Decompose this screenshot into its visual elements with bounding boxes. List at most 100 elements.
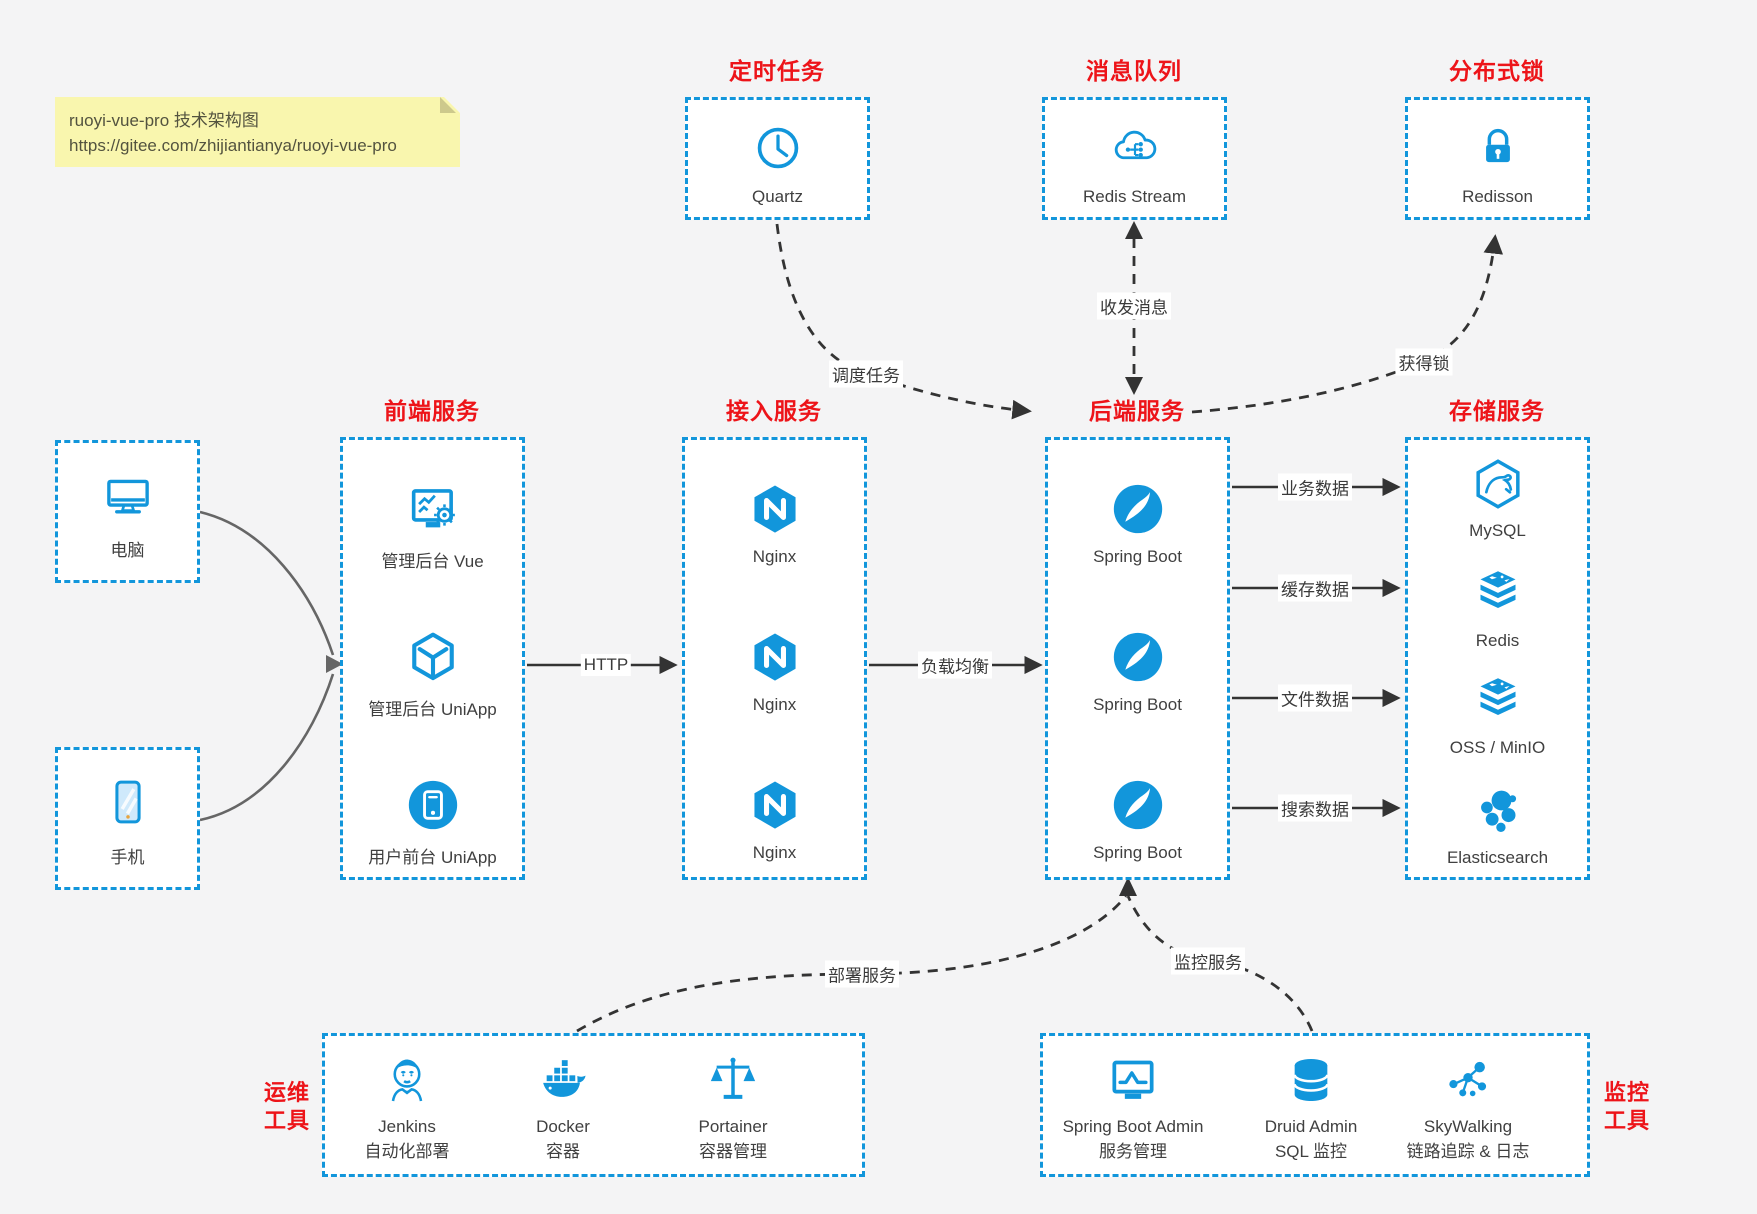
- deploy-monitor-arrowhead: [1119, 877, 1137, 896]
- service-item-nginx-3: Nginx: [685, 776, 864, 863]
- messaging-arrowhead-up: [1125, 221, 1143, 239]
- storage-item-redis: Redis: [1408, 566, 1587, 651]
- item-label: 手机: [110, 848, 145, 867]
- tool-label: Docker: [536, 1117, 590, 1136]
- edge-label-cache-data: 缓存数据: [1278, 574, 1352, 602]
- service-item-user-uniapp: 用户前台 UniApp: [343, 776, 522, 868]
- item-label: Redis Stream: [1083, 187, 1186, 206]
- service-item-springboot-3: Spring Boot: [1048, 776, 1227, 863]
- edge-label-acquire-lock: 获得锁: [1395, 348, 1453, 376]
- service-item-admin-uniapp: 管理后台 UniApp: [343, 628, 522, 720]
- item-label: Redis: [1475, 631, 1520, 650]
- box-frontend-services: 管理后台 Vue 管理后台 UniApp 用户前台 UniApp: [340, 437, 525, 880]
- nginx-icon: [746, 628, 804, 686]
- item-label: Redisson: [1462, 187, 1533, 206]
- druid-icon: [1283, 1052, 1339, 1108]
- section-title-monitor-tools: 监控 工具: [1604, 1079, 1684, 1135]
- section-title-message-queue: 消息队列: [1086, 58, 1182, 84]
- edge-label-schedule: 调度任务: [829, 360, 903, 388]
- nginx-icon: [746, 776, 804, 834]
- section-title-storage: 存储服务: [1449, 398, 1545, 424]
- client-arrowhead: [326, 655, 343, 673]
- springboot-admin-icon: [1105, 1052, 1161, 1108]
- edge-label-messaging: 收发消息: [1097, 292, 1171, 320]
- item-label: Nginx: [752, 695, 797, 714]
- item-label: 管理后台 UniApp: [368, 700, 497, 719]
- edge-label-search-data: 搜索数据: [1278, 794, 1352, 822]
- tool-sublabel: 容器: [546, 1142, 580, 1161]
- note-url: https://gitee.com/zhijiantianya/ruoyi-vu…: [69, 136, 397, 155]
- lock-icon: [1472, 122, 1524, 174]
- tool-label: Portainer: [698, 1117, 768, 1136]
- monitor-title-line2: 工具: [1604, 1108, 1651, 1133]
- phone-icon: [100, 774, 156, 830]
- cloud-mq-icon: [1109, 122, 1161, 174]
- clock-icon: [752, 122, 804, 174]
- item-label: Nginx: [752, 843, 797, 862]
- monitor-title-line1: 监控: [1604, 1080, 1651, 1105]
- section-title-scheduled-tasks: 定时任务: [729, 58, 825, 84]
- service-item-nginx-1: Nginx: [685, 480, 864, 567]
- box-storage-services: MySQL Redis OSS / MinIO Elasticsearch: [1405, 437, 1590, 880]
- uniapp-cube-icon: [404, 628, 462, 686]
- tool-label: SkyWalking: [1423, 1117, 1513, 1136]
- tool-item-skywalking: SkyWalking 链路追踪 & 日志: [1378, 1052, 1558, 1163]
- storage-item-mysql: MySQL: [1408, 456, 1587, 541]
- tool-sublabel: SQL 监控: [1274, 1142, 1348, 1161]
- edge-lock-line: [1191, 234, 1504, 414]
- edge-desktop-to-frontend: [199, 510, 335, 656]
- tool-label: Druid Admin: [1264, 1117, 1358, 1136]
- tool-sublabel: 容器管理: [699, 1142, 767, 1161]
- section-title-backend: 后端服务: [1089, 398, 1185, 424]
- item-label: OSS / MinIO: [1449, 738, 1546, 757]
- ops-title-line1: 运维: [263, 1080, 310, 1105]
- item-label: Spring Boot: [1093, 695, 1182, 714]
- box-quartz: Quartz: [685, 97, 870, 220]
- section-title-distributed-lock: 分布式锁: [1449, 58, 1545, 84]
- portainer-icon: [705, 1052, 761, 1108]
- tool-label: Jenkins: [378, 1117, 436, 1136]
- sticky-note: ruoyi-vue-pro 技术架构图 https://gitee.com/zh…: [55, 97, 460, 167]
- edge-label-load-balance: 负载均衡: [918, 651, 992, 679]
- service-item-nginx-2: Nginx: [685, 628, 864, 715]
- docker-icon: [535, 1052, 591, 1108]
- messaging-arrowhead-down: [1125, 377, 1143, 395]
- elasticsearch-icon: [1470, 783, 1526, 839]
- jenkins-icon: [379, 1052, 435, 1108]
- storage-item-elasticsearch: Elasticsearch: [1408, 783, 1587, 868]
- section-title-ops-tools: 运维 工具: [230, 1079, 310, 1135]
- item-label: 电脑: [110, 541, 145, 560]
- spring-icon: [1109, 628, 1167, 686]
- oss-icon: [1470, 673, 1526, 729]
- box-redis-stream: Redis Stream: [1042, 97, 1227, 220]
- box-backend-services: Spring Boot Spring Boot Spring Boot: [1045, 437, 1230, 880]
- redis-icon: [1470, 566, 1526, 622]
- tool-item-docker: Docker 容器: [488, 1052, 638, 1163]
- edge-label-http: HTTP: [580, 654, 632, 676]
- item-label: 用户前台 UniApp: [368, 848, 497, 867]
- user-app-icon: [404, 776, 462, 834]
- ops-title-line2: 工具: [263, 1108, 310, 1133]
- edge-label-file-data: 文件数据: [1278, 684, 1352, 712]
- tool-sublabel: 服务管理: [1099, 1142, 1167, 1161]
- item-label: Nginx: [752, 547, 797, 566]
- spring-icon: [1109, 480, 1167, 538]
- nginx-icon: [746, 480, 804, 538]
- storage-item-oss-minio: OSS / MinIO: [1408, 673, 1587, 758]
- section-title-access: 接入服务: [726, 398, 822, 424]
- spring-icon: [1109, 776, 1167, 834]
- tool-item-druid-admin: Druid Admin SQL 监控: [1231, 1052, 1391, 1163]
- box-phone-client: 手机: [55, 747, 200, 890]
- box-ops-tools: Jenkins 自动化部署 Docker 容器: [322, 1033, 865, 1177]
- edge-label-deploy: 部署服务: [825, 960, 899, 988]
- service-item-springboot-2: Spring Boot: [1048, 628, 1227, 715]
- box-access-services: Nginx Nginx Nginx: [682, 437, 867, 880]
- tool-item-jenkins: Jenkins 自动化部署: [332, 1052, 482, 1163]
- section-title-frontend: 前端服务: [384, 398, 480, 424]
- desktop-icon: [101, 469, 155, 523]
- service-item-springboot-1: Spring Boot: [1048, 480, 1227, 567]
- note-title: ruoyi-vue-pro 技术架构图: [69, 111, 259, 130]
- item-label: MySQL: [1469, 521, 1526, 540]
- edge-label-monitor: 监控服务: [1171, 947, 1245, 975]
